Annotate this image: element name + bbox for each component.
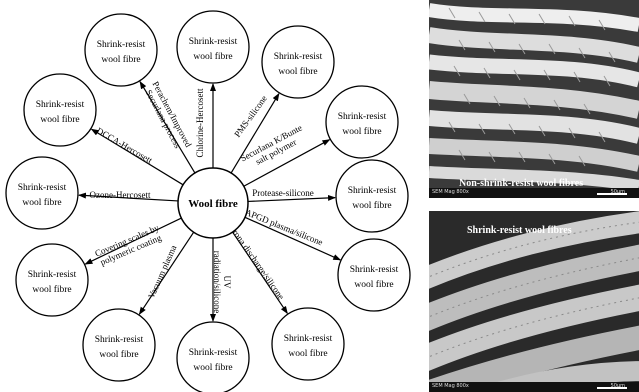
arrow-pms-silicone bbox=[230, 92, 280, 174]
arrow-perachem bbox=[139, 80, 196, 174]
node-label-line2: wool fibre bbox=[278, 66, 317, 77]
label-uv-radiation: UVradiation/silicone bbox=[212, 251, 232, 313]
node-pms-silicone: Shrink-resist wool fibre bbox=[261, 25, 335, 99]
node-label-line2: wool fibre bbox=[342, 126, 381, 137]
arrow-ozone-hercosett bbox=[77, 192, 179, 202]
node-label-line2: wool fibre bbox=[99, 349, 138, 360]
node-label-line1: Shrink-resist bbox=[97, 40, 146, 50]
node-vacuum-plasma: Shrink-resist wool fibre bbox=[82, 308, 156, 382]
node-label-line2: wool fibre bbox=[22, 197, 61, 208]
label-apgd-plasma: APGD plasma/silicone bbox=[244, 207, 324, 247]
node-label-line2: wool fibre bbox=[32, 284, 71, 295]
node-securlana: Shrink-resist wool fibre bbox=[325, 85, 399, 159]
node-label-line2: wool fibre bbox=[193, 51, 232, 62]
center-label: Wool fibre bbox=[188, 198, 238, 210]
arrow-dcca-hercosett bbox=[90, 128, 184, 186]
process-diagram: Chlorine-Hercosett PMS-siliconeSecurlana … bbox=[5, 10, 411, 392]
node-label-line1: Shrink-resist bbox=[350, 265, 399, 275]
node-ozone-hercosett: Shrink-resist wool fibre bbox=[5, 156, 79, 230]
sem-footer-right: 50µm bbox=[610, 383, 625, 389]
node-label-line2: wool fibre bbox=[354, 279, 393, 290]
fibre-texture bbox=[429, 3, 639, 192]
sem-info-bar: SEM Mag 800x 50µm bbox=[429, 382, 639, 392]
node-label-line1: Shrink-resist bbox=[18, 183, 67, 193]
label-securlana: Securlana K/Buntesalt polymer bbox=[239, 123, 309, 173]
label-perachem: Perachem/ImprovedSecurlana process bbox=[142, 80, 194, 154]
node-protease-silicone: Shrink-resist wool fibre bbox=[335, 159, 409, 233]
arrow-vacuum-plasma bbox=[138, 231, 195, 315]
node-label-line1: Shrink-resist bbox=[284, 334, 333, 344]
node-apgd-plasma: Shrink-resist wool fibre bbox=[337, 238, 411, 312]
node-perachem: Shrink-resist wool fibre bbox=[84, 13, 158, 87]
label-covering-scales: Covering scales bypolymeric coating bbox=[93, 222, 164, 267]
sem-footer-left: SEM Mag 800x bbox=[432, 383, 469, 389]
scale-bar bbox=[597, 387, 627, 389]
node-label-line1: Shrink-resist bbox=[28, 270, 77, 280]
sem-caption: Shrink-resist wool fibres bbox=[467, 225, 572, 236]
sem-image-shrink-resist: Shrink-resist wool fibres SEM Mag 800x 5… bbox=[429, 211, 639, 392]
sem-image-non-shrink-resist: Non-shrink-resist wool fibres SEM Mag 80… bbox=[429, 0, 639, 198]
node-label-line1: Shrink-resist bbox=[348, 186, 397, 196]
node-label-line2: wool fibre bbox=[288, 348, 327, 359]
node-label-line1: Shrink-resist bbox=[274, 52, 323, 62]
label-protease-silicone: Protease-silicone bbox=[252, 188, 313, 198]
node-covering-scales: Shrink-resist wool fibre bbox=[15, 243, 89, 317]
scale-bar bbox=[597, 193, 627, 195]
node-label-line1: Shrink-resist bbox=[189, 37, 238, 47]
label-dcca-hercosett: DCCA-Hercosett bbox=[95, 125, 155, 165]
arrow-securlana bbox=[243, 139, 331, 187]
label-pms-silicone: PMS-silicone bbox=[232, 93, 269, 139]
node-label-line1: Shrink-resist bbox=[189, 348, 238, 358]
node-label-line1: Shrink-resist bbox=[95, 335, 144, 345]
node-uv-radiation: Shrink-resist wool fibre bbox=[176, 321, 250, 392]
sem-info-bar: SEM Mag 800x 50µm bbox=[429, 188, 639, 198]
node-label-line2: wool fibre bbox=[101, 54, 140, 65]
node-dcca-hercosett: Shrink-resist wool fibre bbox=[23, 73, 97, 147]
label-vacuum-plasma: Vacuum plasma bbox=[146, 244, 178, 300]
center-node: Wool fibre bbox=[177, 167, 249, 239]
node-label-line1: Shrink-resist bbox=[338, 112, 387, 122]
node-label-line2: wool fibre bbox=[193, 362, 232, 373]
arrow-protease-silicone bbox=[247, 194, 337, 203]
label-ozone-hercosett: Ozone-Hercosett bbox=[90, 190, 151, 200]
node-corona-discharge: Shrink-resist wool fibre bbox=[271, 307, 345, 381]
node-label-line2: wool fibre bbox=[352, 200, 391, 211]
sem-caption: Non-shrink-resist wool fibres bbox=[459, 178, 584, 189]
arrow-covering-scales bbox=[84, 217, 182, 265]
node-chlorine-hercosett: Shrink-resist wool fibre bbox=[176, 10, 250, 84]
arrow-apgd-plasma bbox=[244, 216, 342, 261]
fibre-texture bbox=[429, 211, 639, 392]
node-label-line2: wool fibre bbox=[40, 114, 79, 125]
node-label-line1: Shrink-resist bbox=[36, 100, 85, 110]
arrow-corona-discharge bbox=[232, 231, 288, 315]
sem-footer-right: 50µm bbox=[610, 189, 625, 195]
sem-footer-left: SEM Mag 800x bbox=[432, 189, 469, 195]
label-chlorine-hercosett: Chlorine-Hercosett bbox=[195, 88, 205, 157]
